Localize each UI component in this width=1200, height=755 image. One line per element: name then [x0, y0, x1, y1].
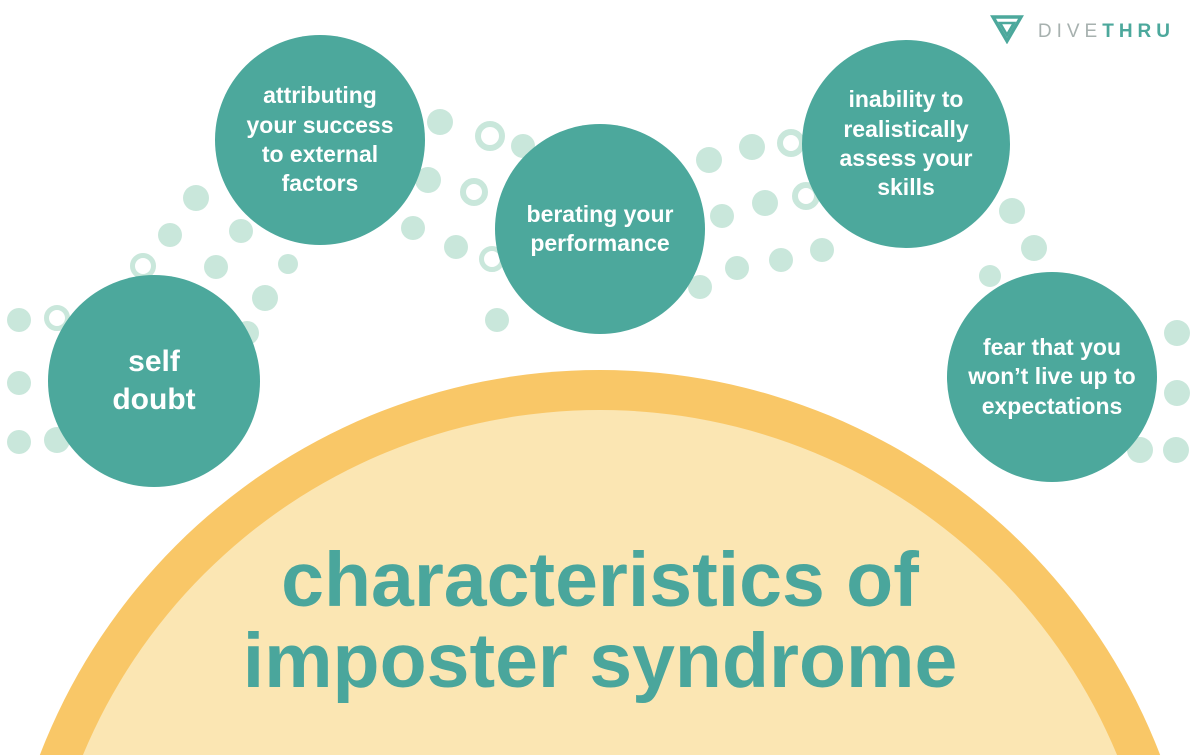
- decor-dot: [769, 248, 793, 272]
- decor-dot: [752, 190, 778, 216]
- decor-dot: [204, 255, 228, 279]
- decor-dot: [710, 204, 734, 228]
- decor-dot: [485, 308, 509, 332]
- decor-dot: [739, 134, 765, 160]
- decor-dot: [725, 256, 749, 280]
- decor-dot: [1021, 235, 1047, 261]
- decor-dot: [229, 219, 253, 243]
- decor-dot: [810, 238, 834, 262]
- decor-dot: [401, 216, 425, 240]
- decor-dot: [1163, 437, 1189, 463]
- decor-dot: [278, 254, 298, 274]
- decor-ring-dot: [777, 129, 805, 157]
- decor-dot: [7, 371, 31, 395]
- divethru-triangle-icon: [989, 14, 1024, 49]
- decor-dot: [444, 235, 468, 259]
- decor-dot: [252, 285, 278, 311]
- decor-dot: [158, 223, 182, 247]
- title-line-1: characteristics of: [281, 537, 919, 623]
- brand-logo: DIVETHRU: [989, 14, 1175, 49]
- decor-dot: [1164, 320, 1190, 346]
- decor-dot: [427, 109, 453, 135]
- decor-dot: [7, 430, 31, 454]
- title-line-2: imposter syndrome: [242, 618, 958, 704]
- decor-ring-dot: [460, 178, 488, 206]
- main-title: characteristics of imposter syndrome: [0, 540, 1200, 702]
- decor-dot: [1164, 380, 1190, 406]
- decor-dot: [979, 265, 1001, 287]
- brand-wordmark-thru: THRU: [1102, 20, 1175, 42]
- decor-dot: [183, 185, 209, 211]
- decor-dot: [7, 308, 31, 332]
- decor-ring-dot: [475, 121, 505, 151]
- decor-dot: [999, 198, 1025, 224]
- brand-wordmark: DIVETHRU: [1038, 21, 1175, 43]
- decor-dot: [696, 147, 722, 173]
- brand-wordmark-dive: DIVE: [1037, 20, 1103, 42]
